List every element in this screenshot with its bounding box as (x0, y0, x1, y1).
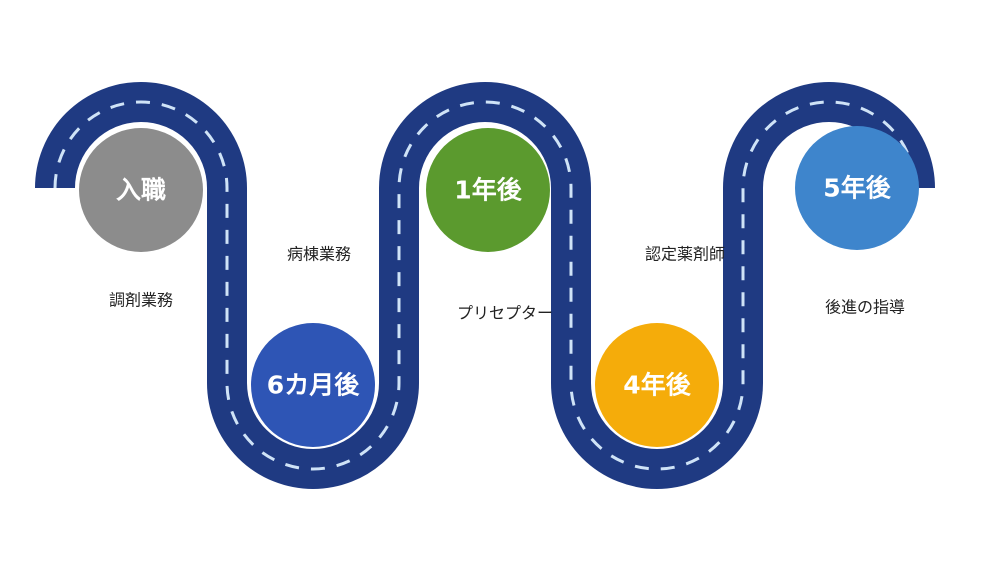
milestone-label-5-years: 5年後 (823, 174, 891, 203)
milestone-5-years: 5年後 (795, 126, 919, 250)
milestone-label-4-years: 4年後 (623, 371, 691, 400)
milestone-entry: 入職 (79, 128, 203, 252)
milestone-1-year: 1年後 (426, 128, 550, 252)
stage-text-ward: 病棟業務 (287, 245, 351, 264)
stage-text-certified-pharmacist: 認定薬剤師 (645, 245, 725, 264)
winding-road (35, 82, 935, 489)
road-center-line (53, 100, 917, 471)
milestone-label-1-year: 1年後 (454, 176, 522, 205)
milestone-6-months: 6カ月後 (251, 323, 375, 447)
milestone-circle-entry (79, 128, 203, 252)
milestone-circle-4-years (595, 323, 719, 447)
milestone-4-years: 4年後 (595, 323, 719, 447)
milestone-label-6-months: 6カ月後 (267, 371, 360, 400)
milestone-circle-6-months (251, 323, 375, 447)
stage-text-dispensing: 調剤業務 (109, 291, 173, 310)
stage-text-preceptor: プリセプター (457, 304, 553, 323)
stage-text-mentoring: 後進の指導 (825, 298, 905, 317)
milestone-label-entry: 入職 (116, 176, 166, 205)
milestone-circle-5-years (795, 126, 919, 250)
milestone-circle-1-year (426, 128, 550, 252)
